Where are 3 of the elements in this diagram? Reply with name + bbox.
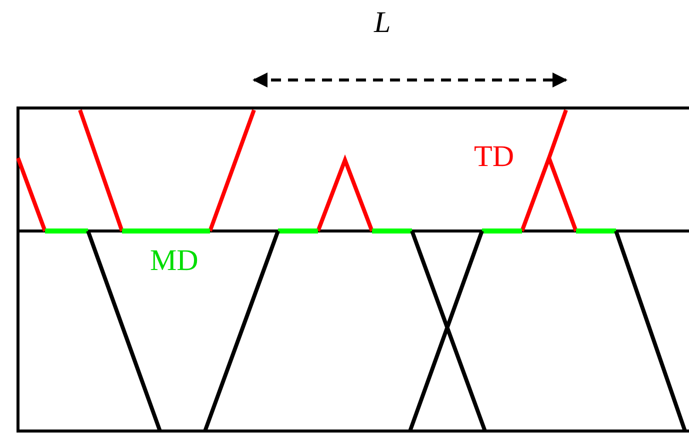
region-label: MD (150, 246, 198, 276)
region-label: TD (474, 142, 514, 172)
dimension-label: L (374, 8, 391, 38)
